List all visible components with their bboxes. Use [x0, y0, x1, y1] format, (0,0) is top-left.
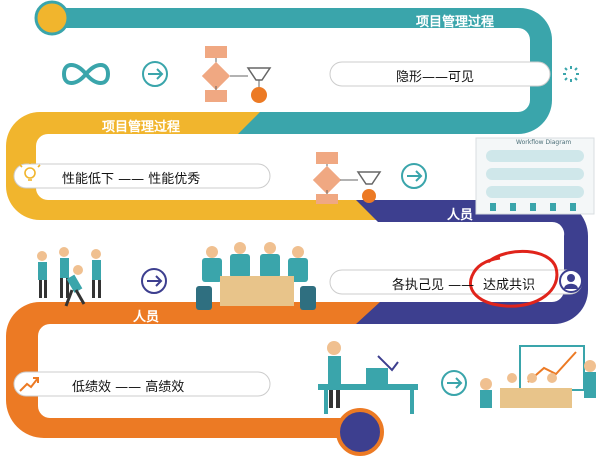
workflow-thumbnail-title: Workflow Diagram [516, 139, 572, 146]
arrow-circle-icon [142, 61, 168, 87]
caption-2: 性能低下 —— 性能优秀 [62, 172, 201, 187]
band-title-3: 人员 [447, 208, 474, 223]
caption-pill-2 [13, 163, 271, 189]
flowchart-icon [201, 46, 272, 103]
caption-pill-4 [13, 371, 271, 397]
flowchart-icon-2 [312, 152, 382, 204]
infinity-icon [61, 63, 111, 85]
highlight-annotation-circle [469, 249, 559, 308]
spinner-icon [563, 66, 579, 82]
band-orange [6, 302, 380, 438]
arrow-circle-icon-3 [141, 268, 167, 294]
workflow-thumbnail [475, 137, 595, 215]
band-yellow [6, 112, 380, 220]
band-teal [40, 8, 552, 134]
caption-1: 隐形——可见 [396, 70, 475, 85]
growth-chart-icon [19, 377, 39, 392]
caption-pill-1 [329, 61, 551, 87]
arrow-circle-icon-2 [401, 163, 427, 189]
presenter-icon [318, 341, 418, 414]
band-title-1: 项目管理过程 [416, 15, 495, 30]
caption-4: 低绩效 —— 高绩效 [72, 380, 185, 395]
caption-3-highlight: 达成共识 [483, 278, 536, 293]
lightbulb-icon [19, 161, 41, 181]
band-title-2: 项目管理过程 [102, 120, 181, 135]
user-icon [559, 269, 583, 293]
start-node [34, 0, 70, 36]
arrow-circle-icon-4 [441, 370, 467, 396]
presentation-board-icon [480, 345, 596, 408]
band-title-4: 人员 [133, 310, 160, 325]
end-node [336, 408, 384, 456]
conflict-people-icon [37, 247, 101, 307]
caption-3-prefix: 各执己见 —— [392, 278, 475, 293]
meeting-table-icon [196, 242, 316, 310]
